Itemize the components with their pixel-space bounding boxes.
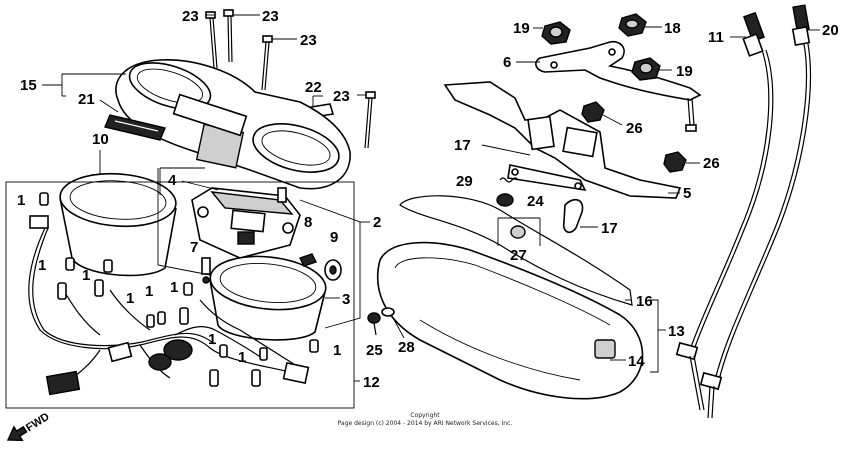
lower-case-13 [376,241,644,400]
callout-15: 15 [20,77,37,94]
grommet-8 [299,253,317,267]
wire-harness-12 [5,181,355,409]
callout-3: 3 [342,291,350,308]
fwd-label: FWD [24,411,52,434]
bolt-23-b [223,9,234,63]
screw-25 [367,312,381,336]
callout-2: 2 [373,214,381,231]
speedometer-cable-11 [675,11,774,411]
callout-21: 21 [78,91,95,108]
callout-24: 24 [527,193,544,210]
copyright-line-1: Copyright [410,412,440,419]
callout-1-a: 1 [17,192,25,209]
stay-bracket-5 [443,81,682,199]
gasket-16 [399,195,633,306]
bolt-23-a [205,11,218,69]
indicator-housing-4 [191,187,301,259]
callout-10: 10 [92,131,109,148]
callout-1-d: 1 [170,279,178,296]
callout-7: 7 [190,239,198,256]
socket-7 [201,257,211,284]
tachometer-3 [209,255,327,341]
callout-9: 9 [330,229,338,246]
callout-1-i: 1 [333,342,341,359]
callout-18: 18 [664,20,681,37]
callout-1-c: 1 [82,267,90,284]
callout-23-d: 23 [333,88,350,105]
callout-12: 12 [363,374,380,391]
collar-24 [496,193,514,207]
washer-9 [324,259,342,281]
callout-17-b: 17 [601,220,618,237]
stay-bracket-6 [535,40,702,132]
callout-19-a: 19 [513,20,530,37]
callout-1-b: 1 [38,257,46,274]
callout-19-b: 19 [676,63,693,80]
spring-29 [499,177,519,183]
callout-28: 28 [398,339,415,356]
nut-26-b [663,151,687,173]
link-17 [507,164,587,192]
bolt-23-d [364,91,376,149]
callout-11: 11 [708,29,724,46]
callout-17-a: 17 [454,137,471,154]
speedometer-10 [59,150,177,277]
callout-8: 8 [304,214,312,231]
callout-20: 20 [822,22,839,39]
callout-23-a: 23 [182,8,199,25]
callout-26-b: 26 [703,155,720,172]
nut-19-a [541,21,571,45]
callout-22: 22 [305,79,322,96]
callout-29: 29 [456,173,473,190]
callout-4: 4 [168,172,177,189]
grommet-27 [510,225,526,239]
callout-5: 5 [683,185,691,202]
callout-14: 14 [628,353,645,370]
bolt-23-c [261,35,273,91]
nut-19-b [631,57,661,81]
clip-17 [562,198,584,234]
callout-1-h: 1 [238,349,246,366]
callout-27: 27 [510,247,527,264]
callout-1-f: 1 [145,283,153,300]
callout-25: 25 [366,342,383,359]
callout-6: 6 [503,54,511,71]
callout-23-c: 23 [300,32,317,49]
callout-26-a: 26 [626,120,643,137]
nut-18 [618,13,647,37]
badge-21 [104,114,166,141]
tachometer-cable-20 [699,4,812,419]
callout-13: 13 [668,323,685,340]
callout-23-b: 23 [262,8,279,25]
callout-16: 16 [636,293,653,310]
meter-case-15 [115,59,351,190]
fwd-arrow-icon: FWD [6,411,52,442]
callout-1-g: 1 [208,331,216,348]
copyright-line-2: Page design (c) 2004 - 2014 by ARI Netwo… [338,420,513,427]
callout-1-e: 1 [126,290,134,307]
washer-28 [381,307,395,317]
nut-26-a [581,101,605,123]
bulb-socket [39,192,319,387]
